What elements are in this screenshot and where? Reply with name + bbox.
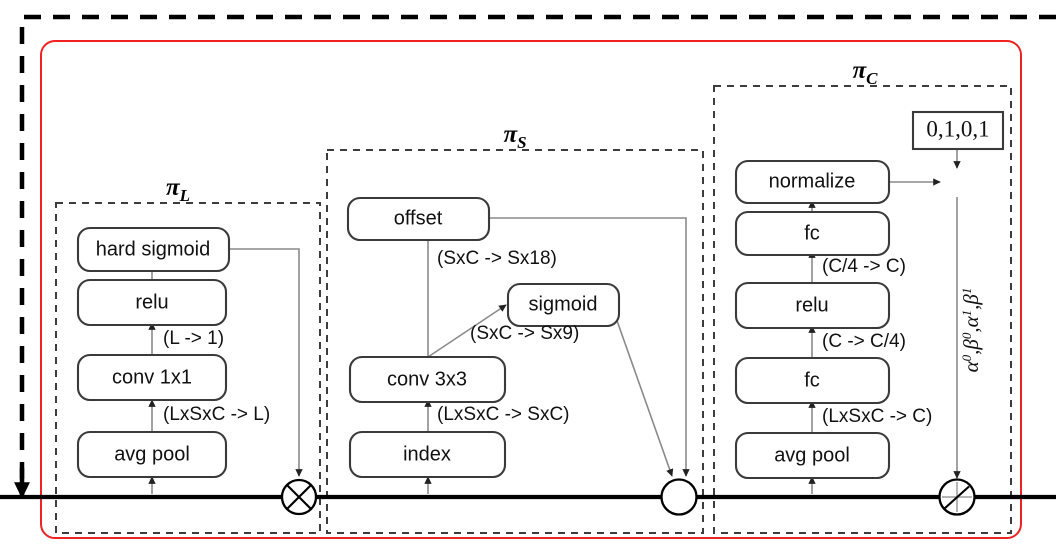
c-param-label: α0,β0,α1,β1: [959, 288, 983, 373]
c-param-label-group: α0,β0,α1,β1: [959, 288, 983, 373]
edge-label-l-pool-conv: (LxSxC -> L): [163, 404, 270, 425]
node-s-conv3x3[interactable]: [348, 355, 507, 404]
param-beta0-sup: 0: [959, 332, 974, 339]
edge-label-l-conv-relu: (L -> 1): [163, 328, 224, 349]
node-l-relu[interactable]: [76, 278, 228, 327]
param-alpha1-sup: 1: [959, 310, 974, 317]
node-c-normalize-label: normalize: [769, 170, 856, 192]
pi-s-subscript: S: [517, 133, 526, 152]
pi-l-subscript: L: [179, 186, 190, 205]
pi-l-symbol: π: [166, 174, 181, 201]
node-l-avg-pool-label: avg pool: [114, 443, 190, 465]
node-c-relu-label: relu: [795, 294, 828, 316]
node-c-relu[interactable]: [734, 281, 891, 330]
group-box-pi-c: [713, 85, 1012, 534]
node-s-sigmoid[interactable]: [506, 282, 621, 328]
param-alpha0-sup: 0: [959, 354, 974, 361]
edge-s-offset-to-operator: [489, 217, 690, 477]
group-label-pi-s: πS: [503, 121, 526, 152]
outer-skip-connection-path: [19, 14, 1056, 486]
group-box-pi-s: [326, 149, 704, 534]
node-c-fc2[interactable]: [734, 210, 891, 257]
node-c-fc1[interactable]: [734, 356, 891, 405]
group-label-pi-c: πC: [853, 57, 879, 88]
param-beta1-base: β: [959, 294, 983, 306]
node-l-conv1x1[interactable]: [76, 353, 228, 402]
pi-c-symbol: π: [853, 57, 868, 84]
pi-s-symbol: π: [503, 121, 518, 148]
node-c-constant-box[interactable]: [911, 110, 1005, 151]
param-beta1-sup: 1: [959, 288, 974, 295]
node-c-constant-box-label: 0,1,0,1: [926, 116, 989, 141]
edge-s-conv-to-sigmoid: [427, 304, 507, 358]
node-c-normalize[interactable]: [734, 159, 891, 205]
edge-s-sigmoid-to-operator: [614, 314, 674, 477]
node-s-sigmoid-label: sigmoid: [529, 293, 598, 315]
group-label-pi-l: πL: [166, 174, 190, 205]
param-alpha1-base: α: [959, 315, 983, 327]
node-c-avg-pool-label: avg pool: [774, 444, 850, 466]
param-beta0-base: β: [959, 339, 983, 351]
node-s-conv3x3-label: conv 3x3: [387, 368, 467, 390]
node-s-index-label: index: [403, 443, 451, 465]
pi-c-subscript: C: [866, 69, 878, 88]
node-s-offset[interactable]: [346, 196, 491, 242]
operator-multiply[interactable]: [280, 478, 318, 516]
operator-affine[interactable]: [938, 478, 976, 516]
edge-label-s-conv-offset: (SxC -> Sx18): [437, 248, 557, 269]
node-c-avg-pool[interactable]: [734, 431, 891, 480]
node-s-index[interactable]: [348, 430, 507, 479]
node-l-hard-sigmoid[interactable]: [76, 226, 231, 273]
operator-deform-conv[interactable]: [660, 478, 698, 516]
edge-label-c-relu-fc2: (C/4 -> C): [822, 256, 906, 277]
node-c-fc2-label: fc: [804, 222, 820, 244]
edge-label-c-fc1-relu: (C -> C/4): [822, 331, 906, 352]
red-module-boundary: [40, 40, 1022, 539]
edge-label-c-pool-fc1: (LxSxC -> C): [822, 406, 932, 427]
node-l-hard-sigmoid-label: hard sigmoid: [96, 238, 211, 260]
group-box-pi-l: [55, 202, 321, 534]
param-alpha0-base: α: [959, 360, 983, 372]
node-c-fc1-label: fc: [804, 369, 820, 391]
edge-label-s-conv-sigmoid: (SxC -> Sx9): [470, 323, 579, 344]
node-l-avg-pool[interactable]: [76, 430, 228, 479]
edge-label-s-index-conv: (LxSxC -> SxC): [437, 404, 570, 425]
node-s-offset-label: offset: [394, 207, 443, 229]
edge-l-hardsigmoid-to-operator: [229, 248, 303, 477]
node-l-relu-label: relu: [135, 291, 168, 313]
node-l-conv1x1-label: conv 1x1: [112, 366, 192, 388]
